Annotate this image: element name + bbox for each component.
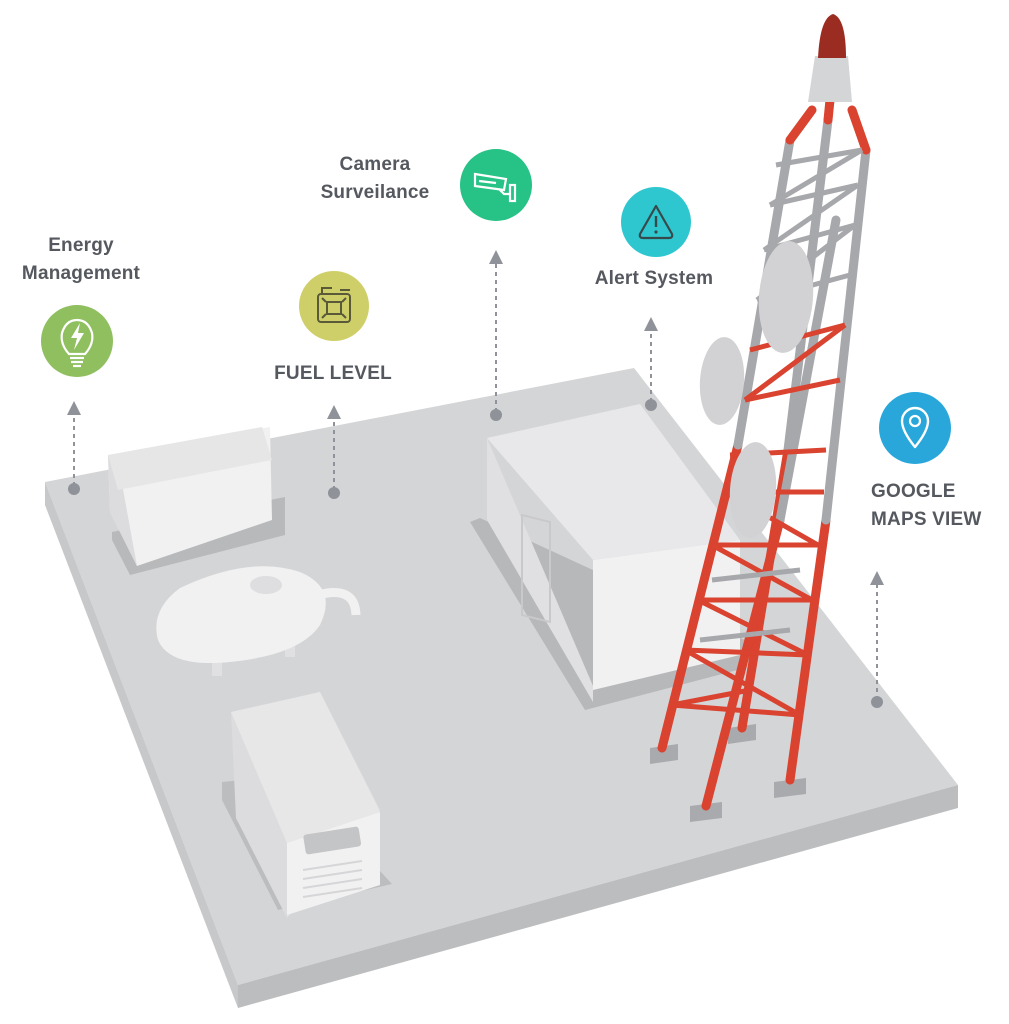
label-alert-line-1: Alert System bbox=[594, 268, 714, 289]
generator-shed bbox=[108, 427, 285, 575]
anchor-dot-maps bbox=[871, 696, 883, 708]
generator-unit bbox=[222, 692, 392, 918]
connector-lines bbox=[67, 250, 884, 700]
label-fuel-line-1: FUEL LEVEL bbox=[274, 363, 392, 384]
label-camera-surveilance: Camera Surveilance bbox=[305, 151, 445, 207]
security-camera-icon[interactable] bbox=[460, 149, 532, 221]
label-camera-line-2: Surveilance bbox=[320, 182, 430, 203]
anchor-dot-camera bbox=[490, 409, 502, 421]
label-maps-line-2: MAPS VIEW bbox=[871, 509, 982, 530]
telecom-tower bbox=[650, 14, 871, 822]
lightbulb-bolt-icon[interactable] bbox=[41, 305, 113, 377]
anchor-dot-energy bbox=[68, 483, 80, 495]
label-energy-line-1: Energy bbox=[48, 235, 114, 256]
label-energy-management: Energy Management bbox=[6, 232, 156, 288]
label-fuel-level: FUEL LEVEL bbox=[258, 360, 408, 388]
map-pin-icon[interactable] bbox=[879, 392, 951, 464]
fuel-tank bbox=[156, 566, 361, 676]
anchor-dot-fuel bbox=[328, 487, 340, 499]
fuel-can-icon[interactable] bbox=[299, 271, 369, 341]
anchor-dot-alert bbox=[645, 399, 657, 411]
label-alert-system: Alert System bbox=[574, 265, 734, 293]
label-google-maps-view: GOOGLE MAPS VIEW bbox=[871, 478, 1003, 534]
label-camera-line-1: Camera bbox=[339, 154, 411, 175]
label-maps-line-1: GOOGLE bbox=[871, 481, 956, 502]
label-energy-line-2: Management bbox=[21, 263, 141, 284]
warning-triangle-icon[interactable] bbox=[621, 187, 691, 257]
